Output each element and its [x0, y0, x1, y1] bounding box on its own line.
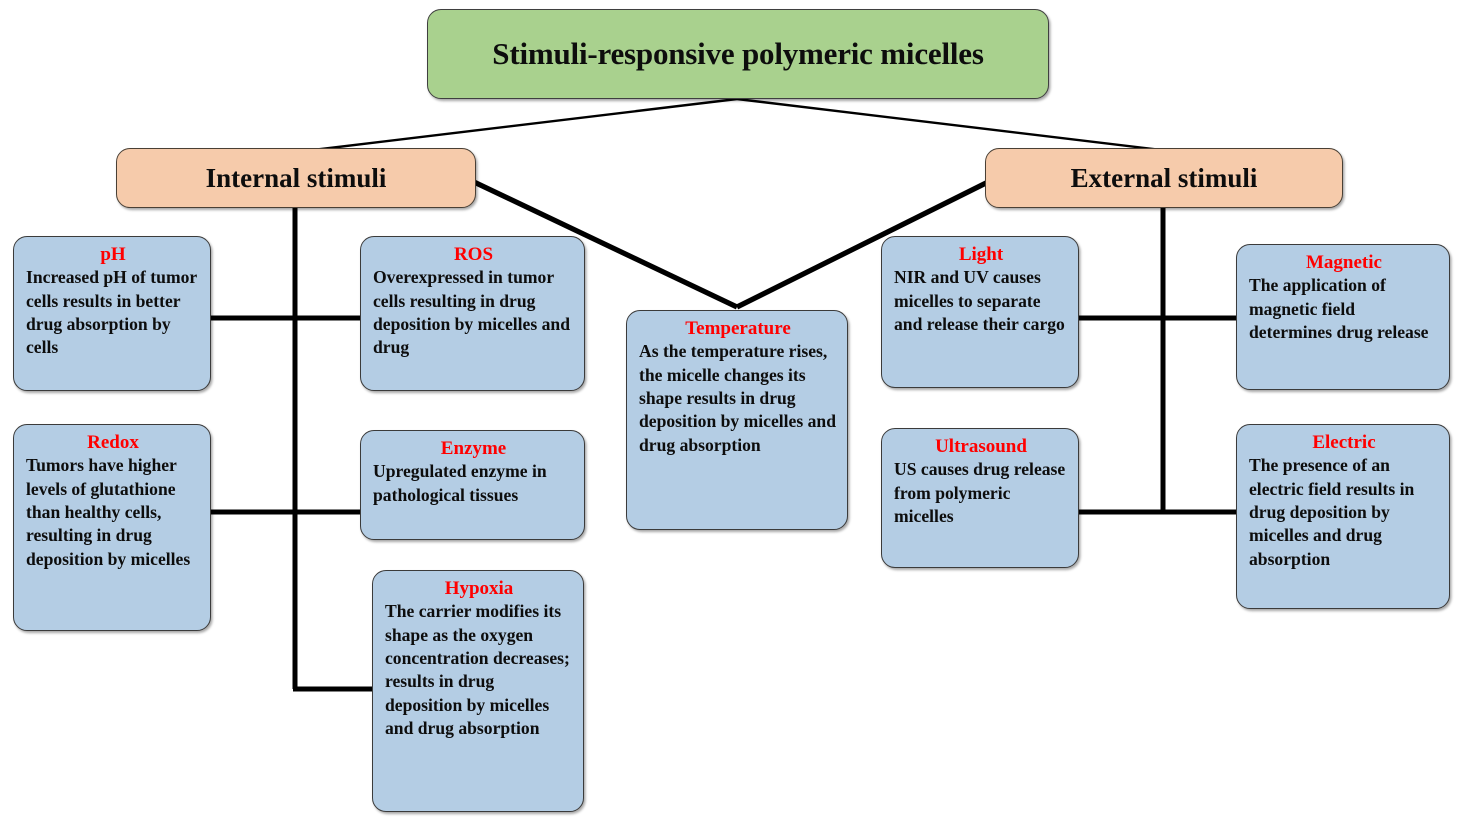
- leaf-node-ultrasound: Ultrasound US causes drug release from p…: [881, 428, 1079, 568]
- leaf-heading-ultrasound: Ultrasound: [935, 436, 1027, 457]
- root-title: Stimuli-responsive polymeric micelles: [492, 36, 984, 71]
- leaf-node-enzyme: Enzyme Upregulated enzyme in pathologica…: [360, 430, 585, 540]
- leaf-body-ros: Overexpressed in tumor cells resulting i…: [373, 267, 570, 358]
- leaf-heading-temperature: Temperature: [685, 318, 791, 339]
- leaf-body-ph: Increased pH of tumor cells results in b…: [26, 267, 197, 358]
- leaf-body-temperature: As the temperature rises, the micelle ch…: [639, 341, 836, 455]
- leaf-node-temperature: Temperature As the temperature rises, th…: [626, 310, 848, 530]
- leaf-node-ros: ROS Overexpressed in tumor cells resulti…: [360, 236, 585, 391]
- leaf-body-electric: The presence of an electric field result…: [1249, 455, 1415, 569]
- leaf-heading-enzyme: Enzyme: [440, 438, 507, 459]
- leaf-node-hypoxia: Hypoxia The carrier modifies its shape a…: [372, 570, 584, 812]
- leaf-body-magnetic: The application of magnetic field determ…: [1249, 275, 1429, 343]
- leaf-body-redox: Tumors have higher levels of glutathione…: [26, 455, 191, 569]
- branch-node-external-stimuli: External stimuli: [985, 148, 1343, 208]
- leaf-heading-ros: ROS: [453, 244, 494, 265]
- leaf-node-magnetic: Magnetic The application of magnetic fie…: [1236, 244, 1450, 390]
- leaf-body-light: NIR and UV causes micelles to separate a…: [894, 267, 1065, 335]
- leaf-body-ultrasound: US causes drug release from polymeric mi…: [894, 459, 1066, 527]
- branch-node-internal-stimuli: Internal stimuli: [116, 148, 476, 208]
- leaf-heading-magnetic: Magnetic: [1306, 252, 1382, 273]
- leaf-node-redox: Redox Tumors have higher levels of gluta…: [13, 424, 211, 631]
- leaf-node-electric: Electric The presence of an electric fie…: [1236, 424, 1450, 609]
- leaf-heading-hypoxia: Hypoxia: [444, 578, 514, 599]
- leaf-node-ph: pH Increased pH of tumor cells results i…: [13, 236, 211, 391]
- connector-root-to-external: [736, 97, 1162, 152]
- branch-label-external: External stimuli: [1070, 162, 1258, 193]
- connector-internal-to-temperature: [472, 179, 739, 310]
- leaf-heading-ph: pH: [100, 244, 126, 265]
- root-node-stimuli-responsive-polymeric-micelles: Stimuli-responsive polymeric micelles: [427, 9, 1049, 99]
- leaf-body-enzyme: Upregulated enzyme in pathological tissu…: [373, 461, 547, 505]
- connector-external-to-temperature: [735, 179, 990, 310]
- leaf-heading-electric: Electric: [1312, 432, 1376, 453]
- leaf-body-hypoxia: The carrier modifies its shape as the ox…: [385, 601, 570, 739]
- leaf-heading-light: Light: [958, 244, 1004, 265]
- leaf-node-light: Light NIR and UV causes micelles to sepa…: [881, 236, 1079, 388]
- connector-root-to-internal: [312, 97, 738, 152]
- leaf-heading-redox: Redox: [87, 432, 139, 453]
- branch-label-internal: Internal stimuli: [205, 162, 387, 193]
